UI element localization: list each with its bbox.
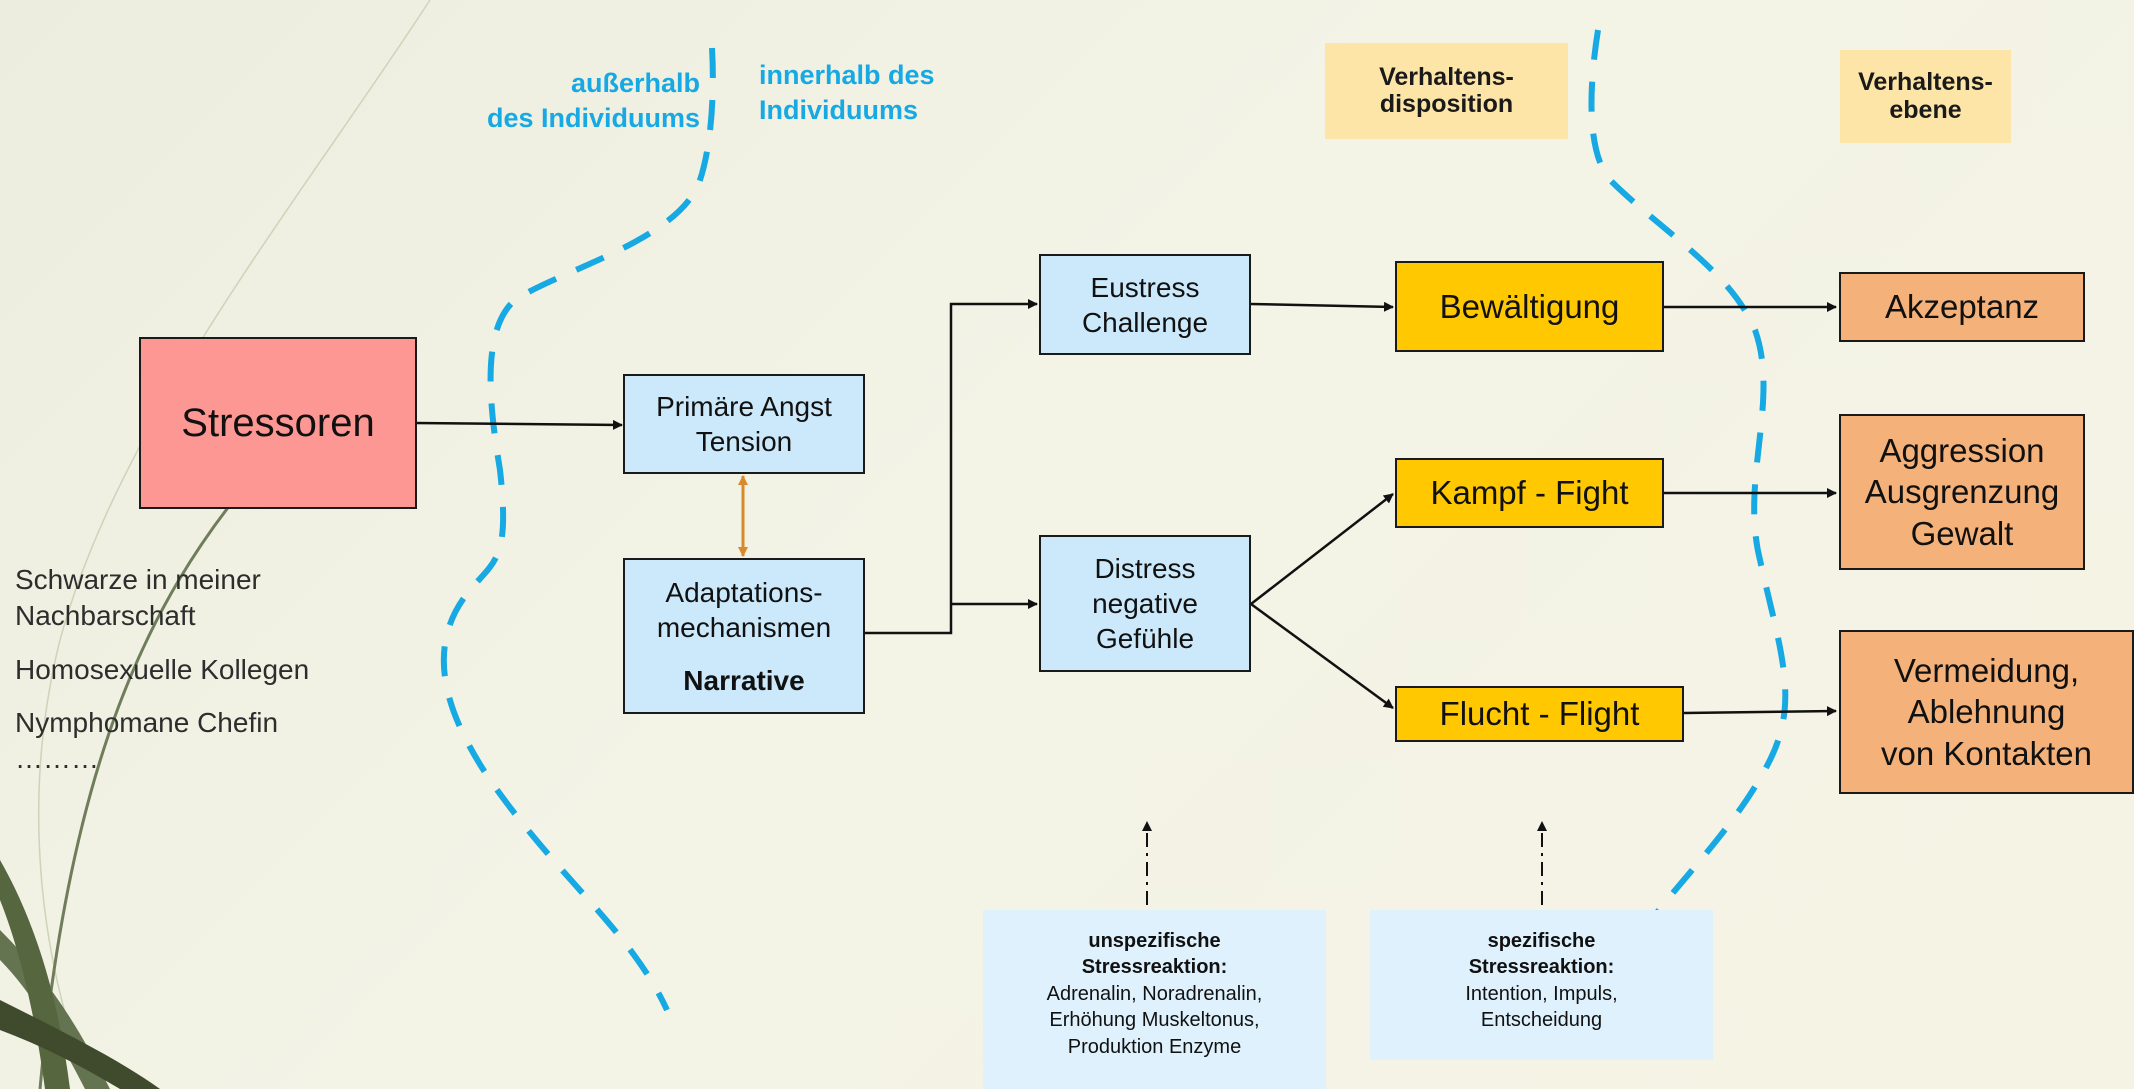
akzeptanz-label: Akzeptanz — [1884, 288, 2040, 326]
header-level-line2: ebene — [1889, 95, 1962, 124]
adaptation-line1: Adaptations- — [665, 576, 823, 608]
aggression-line1: Aggression — [1879, 432, 2045, 470]
arrow-stressoren-primaere — [414, 419, 623, 430]
boundary-disposition-level — [1588, 29, 1789, 917]
example-line5: ……… — [15, 743, 99, 775]
region-inside-line2: Individuums — [759, 94, 919, 125]
arrow-flucht-vermeidung — [1683, 706, 1837, 717]
vermeidung-line1: Vermeidung, — [1893, 652, 2080, 690]
arrow-distress-flucht — [1250, 602, 1394, 710]
region-inside-line1: innerhalb des — [759, 60, 935, 90]
eustress-line1: Eustress — [1090, 271, 1200, 303]
arrow-adaptation-eustress — [865, 299, 1038, 635]
unspecific-body1: Adrenalin, Noradrenalin, — [1046, 982, 1263, 1005]
region-outside-line1: außerhalb — [570, 68, 700, 98]
node-adaptationsmechanismen: Adaptations- mechanismen Narrative — [623, 558, 865, 714]
node-eustress: Eustress Challenge — [1039, 254, 1251, 355]
header-level-line1: Verhaltens- — [1858, 68, 1993, 96]
arrow-distress-kampf — [1250, 493, 1394, 605]
stressoren-label: Stressoren — [181, 401, 375, 445]
header-verhaltensebene: Verhaltens- ebene — [1840, 50, 2011, 143]
bewaeltigung-label: Bewältigung — [1439, 287, 1620, 325]
specific-body1: Intention, Impuls, — [1465, 982, 1618, 1005]
flucht-label: Flucht - Flight — [1439, 695, 1640, 733]
specific-title1: spezifische — [1487, 930, 1596, 952]
example-line1: Schwarze in meiner — [15, 564, 261, 595]
node-aggression: Aggression Ausgrenzung Gewalt — [1839, 414, 2085, 570]
node-distress: Distress negative Gefühle — [1039, 535, 1251, 672]
example-line4: Nymphomane Chefin — [15, 707, 279, 739]
distress-line2: negative — [1092, 588, 1198, 619]
distress-line1: Distress — [1094, 553, 1196, 584]
primaere-line1: Primäre Angst — [656, 391, 832, 422]
adaptation-line2: mechanismen — [656, 611, 832, 643]
example-line3: Homosexuelle Kollegen — [15, 653, 310, 685]
specific-title2: Stressreaktion: — [1468, 956, 1615, 979]
arrow-eustress-bewaeltigung — [1250, 301, 1394, 312]
unspecific-title2: Stressreaktion: — [1081, 956, 1228, 979]
node-primaere-angst: Primäre Angst Tension — [623, 374, 865, 474]
header-disposition-line2: disposition — [1379, 90, 1514, 118]
primaere-line2: Tension — [695, 426, 793, 457]
eustress-line2: Challenge — [1081, 306, 1209, 338]
note-specific-stressreaction: spezifische Stressreaktion: Intention, I… — [1370, 910, 1713, 1060]
header-disposition-line1: Verhaltens- — [1379, 62, 1514, 91]
aggression-line3: Gewalt — [1910, 514, 2014, 552]
vermeidung-line2: Ablehnung — [1907, 693, 2066, 731]
header-verhaltensdisposition: Verhaltens- disposition — [1325, 43, 1568, 139]
example-line2: Nachbarschaft — [15, 599, 196, 631]
aggression-line2: Ausgrenzung — [1864, 473, 2060, 511]
unspecific-title1: unspezifische — [1088, 930, 1221, 952]
unspecific-body3: Produktion Enzyme — [1067, 1035, 1242, 1058]
region-label-outside: außerhalb des Individuums — [440, 66, 700, 135]
specific-body2: Entscheidung — [1480, 1009, 1603, 1032]
node-kampf-fight: Kampf - Fight — [1395, 458, 1664, 528]
node-akzeptanz: Akzeptanz — [1839, 272, 2085, 342]
note-unspecific-stressreaction: unspezifische Stressreaktion: Adrenalin,… — [983, 910, 1326, 1089]
narrative-label: Narrative — [683, 664, 805, 696]
node-vermeidung: Vermeidung, Ablehnung von Kontakten — [1839, 630, 2134, 794]
region-label-inside: innerhalb des Individuums — [759, 58, 1019, 127]
region-outside-line2: des Individuums — [486, 102, 700, 133]
distress-line3: Gefühle — [1095, 623, 1195, 654]
kampf-label: Kampf - Fight — [1430, 474, 1629, 512]
node-bewaeltigung: Bewältigung — [1395, 261, 1664, 352]
node-flucht-flight: Flucht - Flight — [1395, 686, 1684, 742]
boundary-outside-inside — [440, 47, 716, 1012]
unspecific-body2: Erhöhung Muskeltonus, — [1049, 1009, 1260, 1032]
stressor-examples: Schwarze in meiner Nachbarschaft Homosex… — [15, 562, 309, 777]
vermeidung-line3: von Kontakten — [1881, 734, 2092, 772]
node-stressoren: Stressoren — [139, 337, 417, 509]
